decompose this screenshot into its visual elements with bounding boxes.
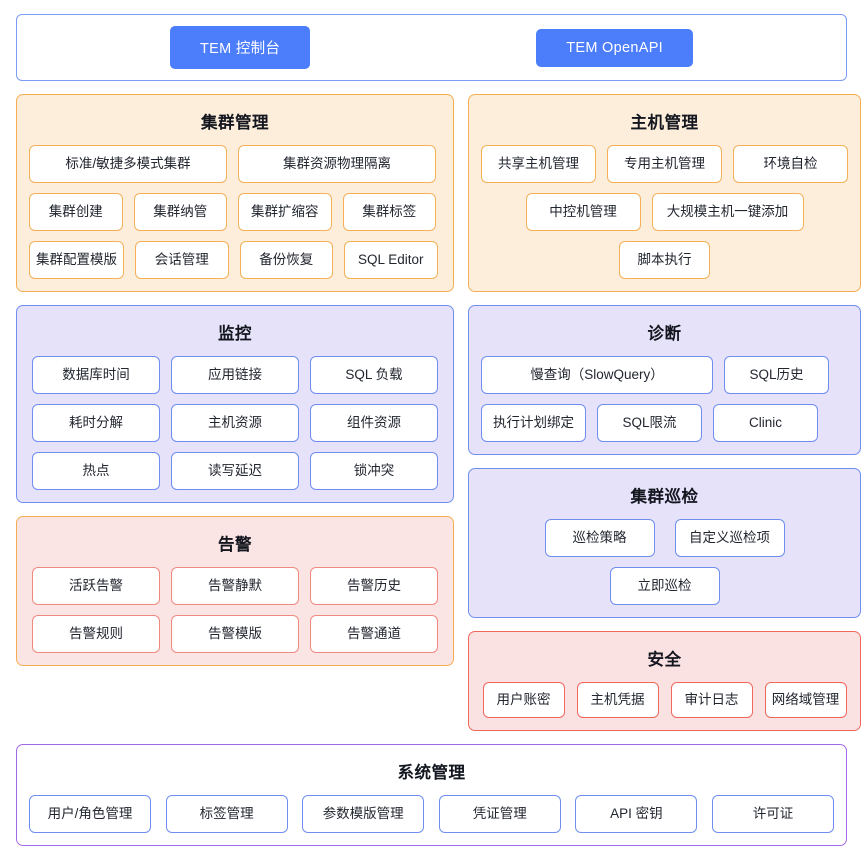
chip-shared-host-management[interactable]: 共享主机管理 xyxy=(481,145,596,183)
chip-sql-throttling[interactable]: SQL限流 xyxy=(597,404,702,442)
section-host-management: 主机管理 共享主机管理 专用主机管理 环境自检 中控机管理 大规模主机一键添加 … xyxy=(468,94,861,292)
chip-slow-query[interactable]: 慢查询（SlowQuery） xyxy=(481,356,713,394)
chip-lock-conflict[interactable]: 锁冲突 xyxy=(310,452,438,490)
chip-alarm-silence[interactable]: 告警静默 xyxy=(171,567,299,605)
chip-group-alarm: 活跃告警 告警静默 告警历史 告警规则 告警模版 告警通道 xyxy=(29,567,441,653)
entry-bar: TEM 控制台 TEM OpenAPI xyxy=(16,14,847,81)
chip-sql-editor[interactable]: SQL Editor xyxy=(344,241,438,279)
chip-user-role-management[interactable]: 用户/角色管理 xyxy=(29,795,151,833)
section-title-system-management: 系统管理 xyxy=(397,764,466,782)
row-operations: 监控 数据库时间 应用链接 SQL 负载 耗时分解 主机资源 组件资源 热点 读… xyxy=(16,292,861,731)
section-cluster-inspection: 集群巡检 巡检策略 自定义巡检项 立即巡检 xyxy=(468,468,861,618)
architecture-diagram-page: TEM 控制台 TEM OpenAPI 集群管理 标准/敏捷多模式集群 集群资源… xyxy=(16,14,861,846)
chip-alarm-template[interactable]: 告警模版 xyxy=(171,615,299,653)
chip-group-diagnosis: 慢查询（SlowQuery） SQL历史 执行计划绑定 SQL限流 Clinic xyxy=(481,356,848,442)
chip-network-domain-management[interactable]: 网络域管理 xyxy=(764,682,847,718)
chip-session-management[interactable]: 会话管理 xyxy=(135,241,229,279)
chip-group-cluster-inspection: 巡检策略 自定义巡检项 立即巡检 xyxy=(481,519,848,605)
chip-credential-management[interactable]: 凭证管理 xyxy=(438,795,561,833)
chip-execution-plan-binding[interactable]: 执行计划绑定 xyxy=(481,404,586,442)
chip-host-resource[interactable]: 主机资源 xyxy=(171,404,299,442)
chip-group-cluster-management: 标准/敏捷多模式集群 集群资源物理隔离 集群创建 集群纳管 集群扩缩容 集群标签… xyxy=(29,145,441,279)
chip-environment-selfcheck[interactable]: 环境自检 xyxy=(733,145,848,183)
chip-cluster-config-template[interactable]: 集群配置模版 xyxy=(29,241,124,279)
chip-sql-load[interactable]: SQL 负载 xyxy=(310,356,438,394)
chip-alarm-history[interactable]: 告警历史 xyxy=(310,567,438,605)
section-title-diagnosis: 诊断 xyxy=(647,325,682,343)
chip-alarm-rule[interactable]: 告警规则 xyxy=(32,615,160,653)
column-left-operations: 监控 数据库时间 应用链接 SQL 负载 耗时分解 主机资源 组件资源 热点 读… xyxy=(16,292,454,666)
section-system-management: 系统管理 用户/角色管理 标签管理 参数模版管理 凭证管理 API 密钥 许可证 xyxy=(16,744,847,846)
chip-cluster-multimode[interactable]: 标准/敏捷多模式集群 xyxy=(29,145,227,183)
tem-openapi-button[interactable]: TEM OpenAPI xyxy=(536,28,693,67)
chip-component-resource[interactable]: 组件资源 xyxy=(310,404,438,442)
column-left-management: 集群管理 标准/敏捷多模式集群 集群资源物理隔离 集群创建 集群纳管 集群扩缩容… xyxy=(16,81,454,292)
chip-inspection-policy[interactable]: 巡检策略 xyxy=(544,519,655,557)
chip-application-link[interactable]: 应用链接 xyxy=(171,356,299,394)
chip-bulk-host-add[interactable]: 大规模主机一键添加 xyxy=(651,193,804,231)
chip-cluster-resource-isolation[interactable]: 集群资源物理隔离 xyxy=(238,145,436,183)
chip-audit-log[interactable]: 审计日志 xyxy=(670,682,753,718)
section-cluster-management: 集群管理 标准/敏捷多模式集群 集群资源物理隔离 集群创建 集群纳管 集群扩缩容… xyxy=(16,94,454,292)
chip-tag-management[interactable]: 标签管理 xyxy=(165,795,288,833)
section-diagnosis: 诊断 慢查询（SlowQuery） SQL历史 执行计划绑定 SQL限流 Cli… xyxy=(468,305,861,455)
chip-clinic[interactable]: Clinic xyxy=(713,404,818,442)
chip-cluster-create[interactable]: 集群创建 xyxy=(29,193,123,231)
chip-active-alarm[interactable]: 活跃告警 xyxy=(32,567,160,605)
section-title-host-management: 主机管理 xyxy=(630,114,699,132)
chip-group-monitoring: 数据库时间 应用链接 SQL 负载 耗时分解 主机资源 组件资源 热点 读写延迟… xyxy=(29,356,441,490)
chip-sql-history[interactable]: SQL历史 xyxy=(724,356,829,394)
column-right-management: 主机管理 共享主机管理 专用主机管理 环境自检 中控机管理 大规模主机一键添加 … xyxy=(468,81,861,292)
row-management: 集群管理 标准/敏捷多模式集群 集群资源物理隔离 集群创建 集群纳管 集群扩缩容… xyxy=(16,81,861,292)
chip-cluster-scaling[interactable]: 集群扩缩容 xyxy=(238,193,332,231)
section-monitoring: 监控 数据库时间 应用链接 SQL 负载 耗时分解 主机资源 组件资源 热点 读… xyxy=(16,305,454,503)
chip-database-time[interactable]: 数据库时间 xyxy=(32,356,160,394)
section-title-monitoring: 监控 xyxy=(218,325,252,343)
chip-control-machine-management[interactable]: 中控机管理 xyxy=(525,193,641,231)
chip-inspect-now[interactable]: 立即巡检 xyxy=(609,567,720,605)
chip-custom-inspection-item[interactable]: 自定义巡检项 xyxy=(674,519,785,557)
section-title-alarm: 告警 xyxy=(218,536,252,554)
chip-backup-restore[interactable]: 备份恢复 xyxy=(239,241,333,279)
chip-hotspot[interactable]: 热点 xyxy=(32,452,160,490)
chip-parameter-template-management[interactable]: 参数模版管理 xyxy=(302,795,425,833)
section-security: 安全 用户账密 主机凭据 审计日志 网络域管理 xyxy=(468,631,861,731)
section-title-security: 安全 xyxy=(647,651,682,669)
tem-console-button[interactable]: TEM 控制台 xyxy=(169,26,311,69)
chip-read-write-latency[interactable]: 读写延迟 xyxy=(171,452,299,490)
chip-cluster-tag[interactable]: 集群标签 xyxy=(342,193,436,231)
chip-api-key[interactable]: API 密钥 xyxy=(575,795,698,833)
section-title-cluster-inspection: 集群巡检 xyxy=(630,488,699,506)
section-title-cluster-management: 集群管理 xyxy=(201,114,269,132)
chip-group-host-management: 共享主机管理 专用主机管理 环境自检 中控机管理 大规模主机一键添加 脚本执行 xyxy=(481,145,848,279)
chip-dedicated-host-management[interactable]: 专用主机管理 xyxy=(607,145,722,183)
chip-user-credentials[interactable]: 用户账密 xyxy=(482,682,565,718)
section-alarm: 告警 活跃告警 告警静默 告警历史 告警规则 告警模版 告警通道 xyxy=(16,516,454,666)
chip-license[interactable]: 许可证 xyxy=(711,795,834,833)
chip-host-credentials[interactable]: 主机凭据 xyxy=(576,682,659,718)
chip-alarm-channel[interactable]: 告警通道 xyxy=(310,615,438,653)
chip-script-execution[interactable]: 脚本执行 xyxy=(619,241,710,279)
column-right-operations: 诊断 慢查询（SlowQuery） SQL历史 执行计划绑定 SQL限流 Cli… xyxy=(468,292,861,731)
chip-cluster-takeover[interactable]: 集群纳管 xyxy=(133,193,227,231)
chip-time-breakdown[interactable]: 耗时分解 xyxy=(32,404,160,442)
chip-group-security: 用户账密 主机凭据 审计日志 网络域管理 xyxy=(481,682,848,718)
chip-group-system-management: 用户/角色管理 标签管理 参数模版管理 凭证管理 API 密钥 许可证 xyxy=(29,795,834,833)
